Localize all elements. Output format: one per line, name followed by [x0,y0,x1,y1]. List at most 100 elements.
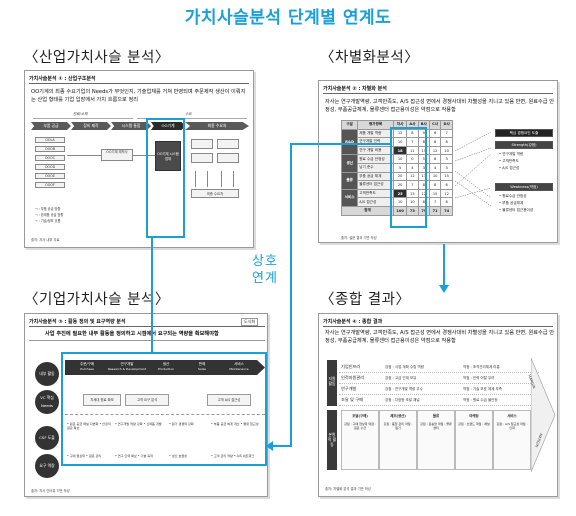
row-label-needs: VC 핵심 Needs [35,390,59,414]
strength-head: Strength(강점) [495,141,553,149]
panel2-title: 가치사슬분석 ② : 차별화 분석 [323,86,387,92]
primary-group-label: 본원적 활동 [327,410,337,470]
primary-activity-text: 강점 : 구매 협상력 약점 : 원료 수급 [344,422,376,430]
table-item: 제품 개발 역량 [357,128,394,139]
table-category: 생산 [340,154,359,173]
primary-activity-text: 강점 : 브랜드 약점 : 채널 [458,422,490,426]
section-title-corporate: 〈기업가치사슬 분석〉 [24,292,170,308]
support-strength: 강점 : 고급 인재 보유 [385,376,417,380]
primary-activity-cell: 서비스 강점 : A/S 접근성 약점 : 인력 [493,410,531,470]
csf-text: • 원가 경쟁력 강화 [169,422,194,426]
csf-text: • 연구개발 역량 강화 • 신제품 개발 [115,422,162,426]
activity-sub: Production [158,367,174,371]
primary-activity-label: 서비스 [507,414,517,418]
panel1-customer-cell [217,139,239,149]
required-text: • 생산 효율성 [169,454,188,458]
panel-corporate-value-chain: 가치사슬분석 ③ : 활동 정의 및 요구역량 분석 도식화 사업 추진에 필요… [24,313,268,497]
main-title: 가치사슬분석 단계별 연계도 [184,8,392,28]
csf-text: • 원료 공급 채널 다변화 • 안정적 원료 확보 [67,422,111,431]
primary-activity-label: 조달(구매) [352,414,368,418]
table-row: 물류 부품 공급 체계 20 12 13 10 15 [340,171,453,190]
panel3-description: 사업 추진에 필요한 내부 활동을 정의하고 시점에서 요구되는 역량을 확보해… [45,331,219,337]
activity-sub: Research & Development [107,367,147,371]
table-item: 부품 공급 체계 [357,171,394,182]
required-text: • 구매 협상력 • 원료 관리 [67,454,102,458]
primary-activity-cell: 물류 강점 : 운송망 약점 : 물류센터 [417,410,455,470]
support-group-label: 지원 활동 [327,360,337,406]
panel1-legend-note: → : 기술/정보 흐름 [35,219,61,223]
table-header: 평가항목 [357,120,394,130]
panel1-supplier-box: OOOF [35,182,65,188]
panel3-tag: 도식화 [241,318,259,326]
connector-line [272,445,292,447]
panel1-label: 수요 [185,112,192,116]
table-cell: 8 [429,180,442,190]
panel1-footer: 출처: 자사 내부 자료 [31,238,60,242]
panel1-supplier-box: OOLA [35,137,65,143]
panel3-divider [29,340,265,341]
table-cell: 6 [440,180,453,190]
panel2-footer: 출처: 설문 결과 기반 작성 [341,236,377,240]
strength-list: • 연구개발 역량 • 고객만족도 • A/S 접근성 [499,151,553,172]
needs-box: 차세대 원료 확보 [83,394,121,406]
mutual-link-label: 상호 연계 [244,253,286,287]
table-total-label: 합계 [341,205,394,216]
support-weakness: 약점 : 기술 보호 체계 부족 [463,387,502,391]
support-label: 연구개발 [341,386,357,391]
primary-activity-text: 강점 : A/S 접근성 약점 : 인력 [496,422,528,430]
panel3-title-rule [29,326,265,327]
support-weakness: 약점 : 조직관리체계 미흡 [463,365,500,369]
activity-sub: Maintenance [229,367,249,371]
table-cell: 79 [417,205,431,216]
panel1-stage: 최종 수요처 [185,122,249,130]
weakness-item: • 물류센터 접근용이성 [499,208,534,212]
panel1-flow-arrow [195,171,196,187]
support-weakness: 약점 : 원료 수급 불안정 [463,398,498,402]
table-cell: 6 [429,154,442,164]
panel1-legend-note: → : 부품 공급 방향 [35,207,61,211]
needs-box: 고객 요구 분석 [125,394,169,406]
primary-activity-text: 강점 : 운송망 약점 : 물류센터 [420,422,452,430]
panel-differentiation: 가치사슬분석 ② : 차별화 분석 자사는 연구개발역량, 고객만족도, A/S… [318,80,558,243]
row-label-required: 요구 역량 [35,454,59,478]
csf-text: • 부품 공급 체계 개선 • 물류 접근성 [211,422,259,426]
table-row: 연구 개발 비용 18 11 15 12 10 [342,145,453,156]
table-cell: 15 [429,188,442,199]
panel3-highlight [61,352,267,466]
table-category: R&D [340,128,359,156]
weakness-list: • 원료수급 안정성 • 부품 공급체계 • 물류센터 접근용이성 [499,193,553,214]
table-cell: 3 [440,154,453,164]
panel1-stage: 시스템 통합 [111,122,151,130]
row-label-activity: 내부 활동 [35,362,59,386]
connector-line [151,238,153,352]
panel-industry-structure: 가치사슬분석 ① : 산업구조분석 OO기계의 최종 수요기업의 Needs가 … [24,70,254,248]
table-cell: 12 [429,145,442,156]
mutual-link-line: 연계 [252,271,278,286]
panel1-maker-box: OO기계 제작사 [101,149,133,161]
table-cell: 7 [440,128,453,139]
support-strength: 강점 : 다양한 조달 채널 [385,398,420,402]
mutual-link-line: 상호 [252,254,278,269]
weakness-head: Weakness(약점) [495,183,553,191]
table-item: 원료 수급 안정성 [357,154,394,164]
connector-arrowhead-left [266,441,273,451]
panel1-stage: 장비 제작 [71,122,111,130]
table-item: 고객만족도 [357,188,394,199]
panel1-customer-cell [191,139,213,149]
panel1-customer-cell [217,153,239,163]
panel2-description: 자사는 연구개발역량, 고객만족도, A/S 접근성 면에서 경쟁사대비 차별성… [325,99,554,113]
weakness-item: • 원료수급 안정성 [499,194,527,198]
panel4-title-rule [323,326,553,327]
table-cell: 7 [429,197,442,207]
table-header: 구분 [340,120,359,130]
panel-synthesis: 가치사슬분석 ④ : 종합 결과 자사는 연구개발역량, 고객만족도, A/S … [318,313,558,497]
support-label: 인적자원관리 [341,375,365,380]
table-cell: 73 [406,205,419,216]
panel1-flow-line [133,155,155,156]
activity-cell: 생산 Production [149,362,183,371]
panel2-connector-lines [455,131,492,207]
activity-cell: 서비스 Maintenance [221,362,257,371]
panel1-description: OO기계의 최종 수요기업의 Needs가 무엇인지, 기술업체를 거쳐 반영되… [31,89,246,103]
table-cell: 3 [440,162,453,173]
summary-head: 핵심 경쟁요인 도출 [495,129,553,137]
